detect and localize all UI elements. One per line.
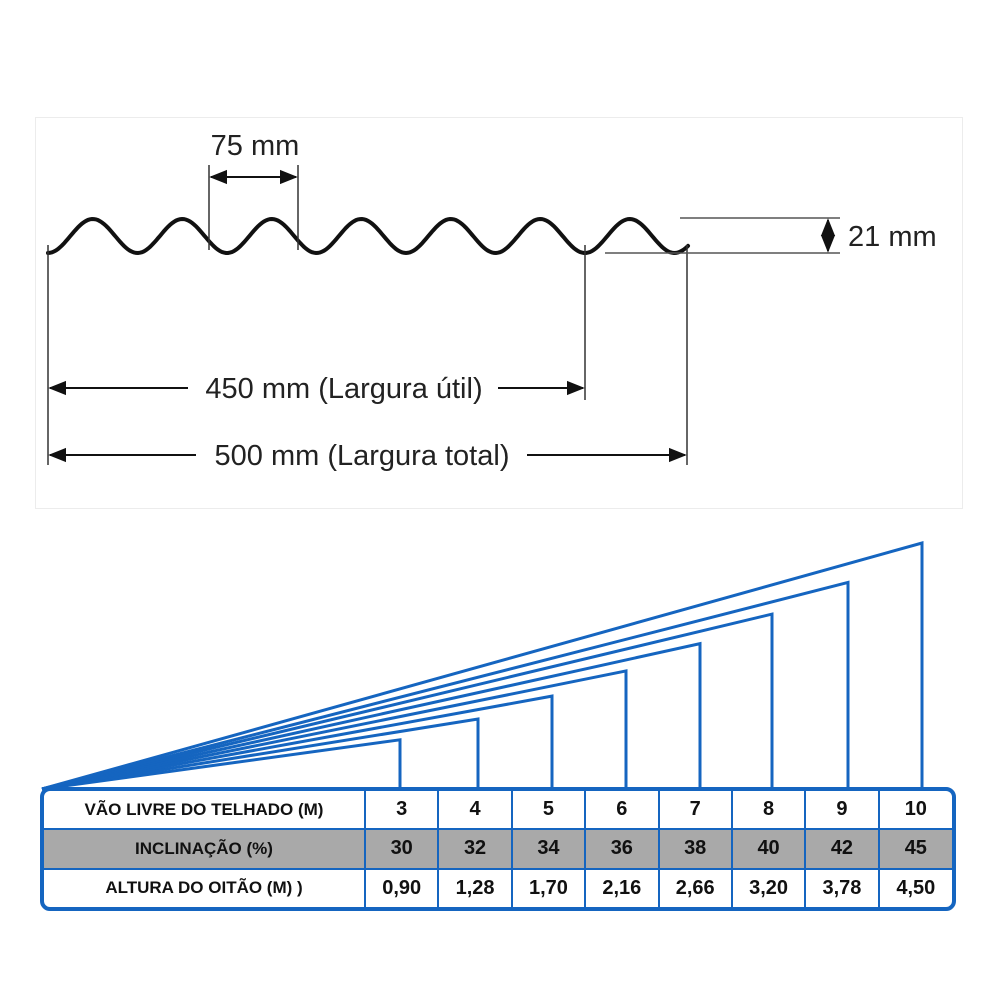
gable-outline-span-3 <box>41 738 402 791</box>
table-cell: 4 <box>437 791 513 831</box>
total-width-label: 500 mm (Largura total) <box>215 440 510 472</box>
table-cell: 1,28 <box>437 867 513 907</box>
profile-panel <box>35 117 963 509</box>
table-cell: 42 <box>804 828 880 870</box>
table-cell: 6 <box>584 791 660 831</box>
table-cell: 45 <box>877 828 952 870</box>
gable-outline-span-5 <box>41 694 554 791</box>
wave-height-label: 21 mm <box>848 221 937 253</box>
corrugated-sheet-profile <box>46 216 690 256</box>
table-cell: 38 <box>657 828 733 870</box>
table-cell: 2,66 <box>657 867 733 907</box>
table-cell: 3,20 <box>730 867 807 907</box>
table-cell: 32 <box>437 828 513 870</box>
gable-outline-span-9 <box>41 580 850 791</box>
table-cell: 2,16 <box>584 867 660 907</box>
table-cell: 4,50 <box>877 867 952 907</box>
table-cell: 40 <box>730 828 807 870</box>
table-cell: 34 <box>510 828 587 870</box>
gable-outline-span-4 <box>41 717 480 791</box>
table-cell: 3,78 <box>804 867 880 907</box>
table-cell: 36 <box>584 828 660 870</box>
table-cell: 5 <box>510 791 587 831</box>
table-cell: 7 <box>657 791 733 831</box>
gable-outline-span-8 <box>41 612 774 791</box>
table-cell: 9 <box>804 791 880 831</box>
gable-outline-span-6 <box>41 669 628 791</box>
table-cell: 10 <box>877 791 952 831</box>
row-label-span: VÃO LIVRE DO TELHADO (M) <box>44 791 366 831</box>
gable-outline-span-10 <box>41 541 924 791</box>
row-label-gable-height: ALTURA DO OITÃO (M) ) <box>44 867 366 907</box>
table-cell: 30 <box>363 828 440 870</box>
table-cell: 8 <box>730 791 807 831</box>
gable-outline-span-7 <box>41 641 702 791</box>
row-label-slope: INCLINAÇÃO (%) <box>44 828 366 870</box>
useful-width-label: 450 mm (Largura útil) <box>205 373 482 405</box>
table-cell: 1,70 <box>510 867 587 907</box>
table-cell: 3 <box>363 791 440 831</box>
wave-pitch-label: 75 mm <box>211 130 300 162</box>
table-cell: 0,90 <box>363 867 440 907</box>
roof-slope-diagram <box>41 541 924 791</box>
